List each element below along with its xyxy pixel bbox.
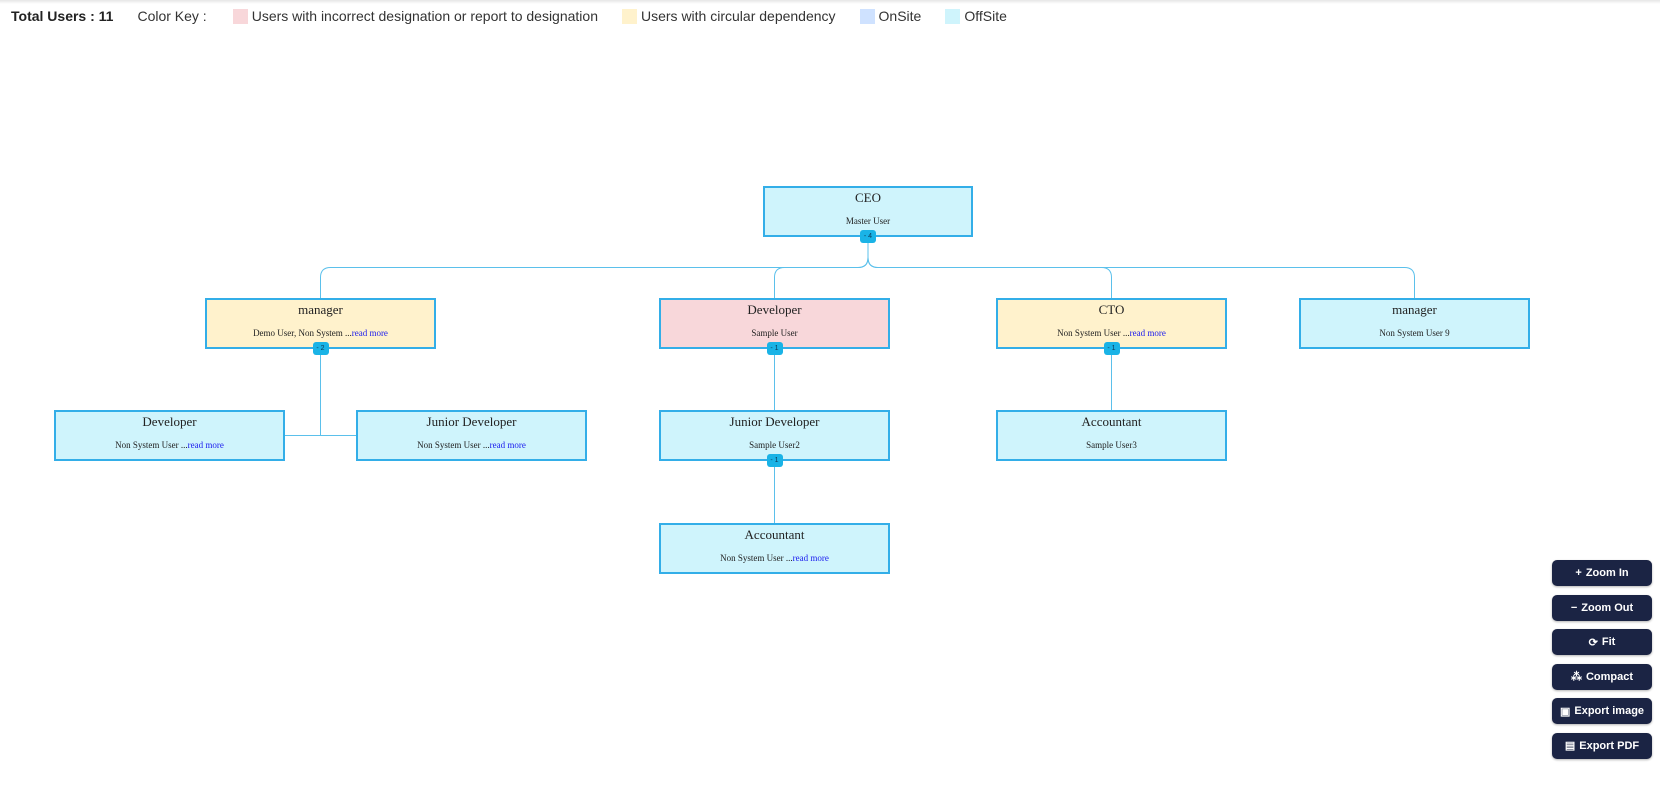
node-users-text: Sample User [751, 328, 798, 338]
legend-item-offsite: OffSite [945, 8, 1007, 24]
collapse-toggle-button[interactable]: - 1 [1103, 342, 1120, 355]
node-users: Non System User 9 [1301, 328, 1528, 338]
legend-swatch [622, 8, 637, 24]
top-shadow [0, 0, 1660, 4]
legend-swatch [945, 8, 961, 24]
total-users: Total Users : 11 [11, 8, 114, 24]
node-users-text: Non System User ... [115, 440, 188, 450]
node-users-text: Sample User3 [1086, 440, 1137, 450]
node-title: CEO [855, 190, 881, 205]
zoom-in-label: Zoom In [1585, 567, 1629, 579]
node-users: Sample User [661, 328, 888, 338]
node-users: Demo User, Non System ...read more [207, 328, 434, 338]
legend-item-circular: Users with circular dependency [622, 8, 836, 24]
export-pdf-label: Export PDF [1579, 739, 1640, 752]
legend-swatch [859, 8, 875, 24]
export-image-button[interactable]: ▣ Export image [1552, 698, 1652, 724]
read-more-link[interactable]: read more [1129, 328, 1166, 338]
node-users-text: Demo User, Non System ... [253, 328, 352, 338]
node-title: manager [298, 302, 343, 317]
collapse-toggle-button[interactable]: - 2 [312, 342, 329, 355]
org-link [320, 349, 356, 436]
export-image-label: Export image [1574, 705, 1645, 717]
org-node-ceo[interactable]: CEO Master User - 4 [763, 186, 973, 243]
chart-controls: + Zoom In − Zoom Out ⟳ Fit ⁂ Compact ▣ E… [1552, 560, 1652, 767]
header-bar: Total Users : 11 Color Key : Users with … [11, 6, 1031, 26]
node-title: Junior Developer [729, 414, 820, 429]
node-title: Junior Developer [426, 414, 517, 429]
minus-icon: − [1570, 601, 1578, 614]
read-more-link[interactable]: read more [351, 328, 388, 338]
org-link [867, 237, 1415, 298]
node-title: CTO [1098, 302, 1125, 317]
read-more-link[interactable]: read more [792, 553, 829, 563]
node-users: Sample User2 [661, 440, 888, 450]
collapse-toggle-button[interactable]: - 1 [766, 454, 783, 467]
node-users-text: Non System User ... [417, 440, 490, 450]
zoom-in-button[interactable]: + Zoom In [1552, 560, 1652, 586]
legend-item-incorrect: Users with incorrect designation or repo… [232, 8, 598, 24]
zoom-out-label: Zoom Out [1581, 601, 1634, 614]
node-users-text: Master User [845, 216, 891, 226]
org-link [285, 349, 321, 436]
node-users: Non System User ...read more [358, 440, 585, 450]
node-title: Developer [142, 414, 197, 429]
node-title: Developer [747, 302, 802, 317]
node-users-text: Non System User 9 [1379, 328, 1450, 338]
legend-item-onsite: OnSite [859, 8, 922, 24]
node-title: manager [1392, 302, 1437, 317]
node-users-text: Sample User2 [749, 440, 800, 450]
node-users: Sample User3 [998, 440, 1225, 450]
sitemap-icon: ⁂ [1570, 671, 1582, 683]
fit-label: Fit [1601, 636, 1616, 648]
node-users: Master User [765, 216, 971, 226]
org-node-cto[interactable]: CTO Non System User ...read more - 1 [996, 298, 1227, 355]
refresh-icon: ⟳ [1588, 636, 1598, 649]
collapse-toggle-button[interactable]: - 1 [766, 342, 783, 355]
legend-swatch [232, 8, 248, 24]
pdf-icon: ▤ [1564, 740, 1576, 752]
color-key-label: Color Key : [137, 8, 207, 24]
legend-label: Users with incorrect designation or repo… [251, 8, 598, 24]
node-title: Accountant [1081, 414, 1142, 429]
node-users-text: Non System User ... [1057, 328, 1130, 338]
legend-label: OffSite [964, 8, 1007, 24]
node-users: Non System User ...read more [56, 440, 283, 450]
node-users-text: Non System User ... [720, 553, 793, 563]
node-users: Non System User ...read more [998, 328, 1225, 338]
org-link [774, 237, 869, 298]
read-more-link[interactable]: read more [187, 440, 224, 450]
compact-label: Compact [1585, 670, 1634, 683]
legend-label: Users with circular dependency [641, 8, 836, 24]
export-pdf-button[interactable]: ▤ Export PDF [1552, 732, 1652, 759]
fit-button[interactable]: ⟳ Fit [1552, 629, 1652, 655]
read-more-link[interactable]: read more [489, 440, 526, 450]
node-title: Accountant [744, 527, 805, 542]
compact-button[interactable]: ⁂ Compact [1552, 663, 1652, 690]
plus-icon: + [1575, 567, 1582, 579]
legend-label: OnSite [878, 8, 922, 24]
collapse-toggle-button[interactable]: - 4 [860, 230, 876, 243]
zoom-out-button[interactable]: − Zoom Out [1552, 594, 1652, 621]
image-icon: ▣ [1559, 705, 1571, 718]
node-users: Non System User ...read more [661, 553, 888, 563]
